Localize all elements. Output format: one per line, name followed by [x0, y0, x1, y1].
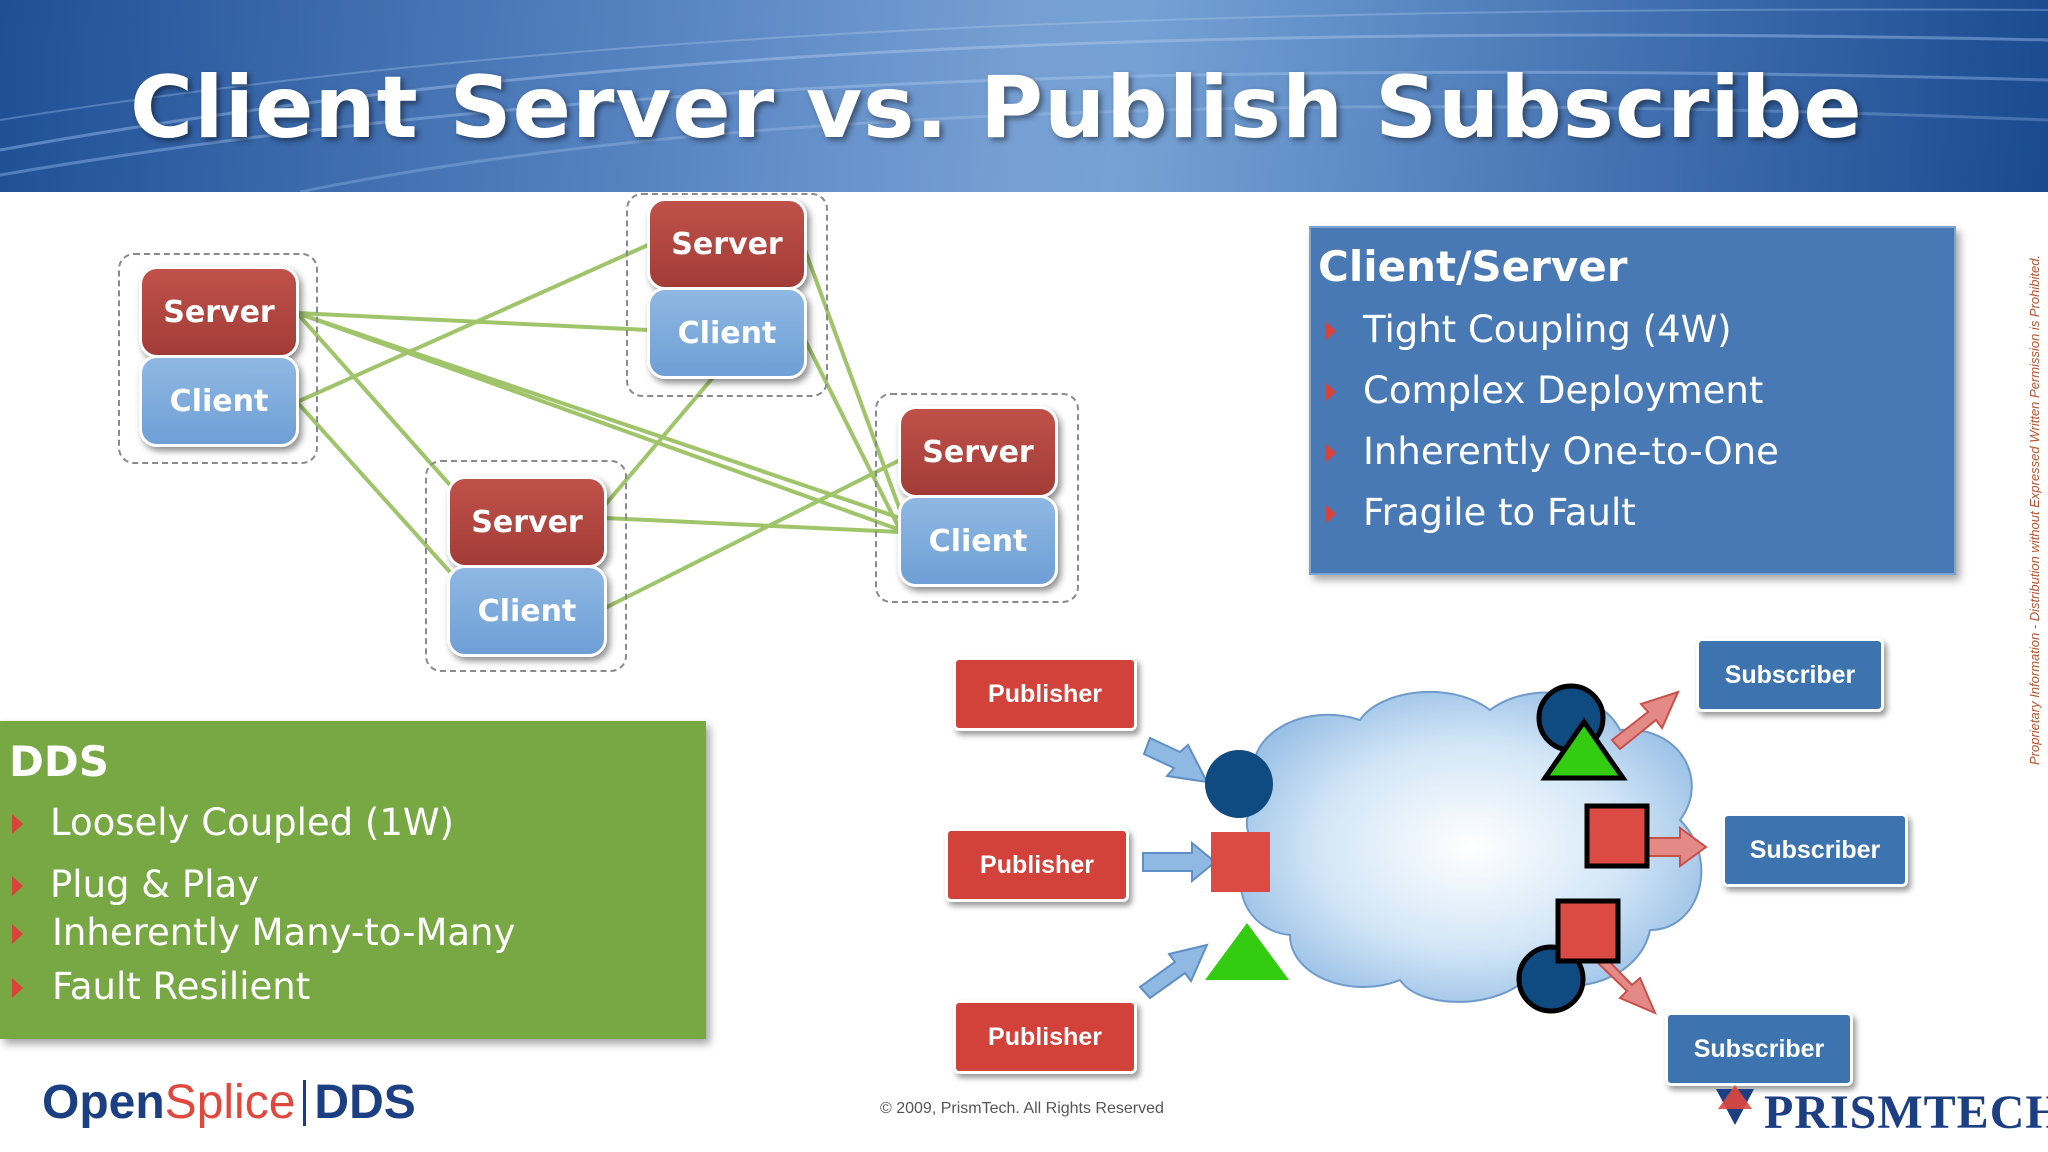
bullet-arrow-icon [12, 876, 23, 896]
connector-line [295, 311, 452, 487]
node-group-2 [626, 193, 828, 397]
publisher-box: Publisher [953, 657, 1137, 731]
proprietary-notice: Proprietary Information - Distribution w… [2027, 254, 2042, 765]
circle-data-icon [1205, 750, 1273, 818]
triangle-data-icon [1205, 923, 1289, 980]
bullet-arrow-icon [12, 978, 23, 998]
connector-line [296, 311, 901, 532]
square-data-icon [1584, 803, 1650, 869]
subscriber-box: Subscriber [1722, 813, 1908, 887]
connector-line [604, 516, 901, 534]
bullet-arrow-icon [1325, 321, 1336, 341]
prismtech-triangle-icon [1716, 1085, 1754, 1125]
dds-panel: DDS Loosely Coupled (1W) Plug & Play Inh… [0, 721, 706, 1039]
node-group-4 [875, 393, 1079, 603]
client-node: Client [447, 565, 607, 657]
client-node: Client [647, 287, 807, 379]
node-group-3 [425, 460, 627, 672]
subscriber-box: Subscriber [1665, 1012, 1853, 1086]
inbound-arrow-icon [1138, 736, 1217, 1000]
client-node: Client [139, 355, 299, 447]
connector-line [803, 339, 902, 531]
bullet-arrow-icon [12, 814, 23, 834]
slide-title: Client Server vs. Publish Subscribe [130, 58, 1863, 158]
dds-heading: DDS [9, 737, 109, 786]
client-node: Client [898, 495, 1058, 587]
connector-line [296, 243, 649, 404]
bullet-arrow-icon [1325, 504, 1336, 524]
bullet-arrow-icon [1325, 443, 1336, 463]
square-data-icon [1555, 898, 1621, 964]
node-group-1 [118, 253, 318, 464]
title-banner: Client Server vs. Publish Subscribe [0, 0, 2048, 192]
connector-line [295, 400, 452, 574]
client-server-panel: Client/Server Tight Coupling (4W) Comple… [1309, 226, 1956, 575]
publisher-box: Publisher [945, 828, 1129, 902]
server-node: Server [139, 266, 299, 358]
bullet-arrow-icon [12, 924, 23, 944]
subscriber-box: Subscriber [1696, 638, 1884, 712]
copyright-text: © 2009, PrismTech. All Rights Reserved [880, 1100, 1164, 1117]
banner-pattern [0, 0, 2048, 192]
connector-line [604, 458, 901, 610]
server-node: Server [647, 198, 807, 290]
publisher-box: Publisher [953, 1000, 1137, 1074]
square-data-icon [1211, 832, 1270, 892]
client-server-heading: Client/Server [1318, 242, 1628, 291]
bullet-arrow-icon [1325, 382, 1336, 402]
triangle-data-icon [1540, 717, 1628, 781]
